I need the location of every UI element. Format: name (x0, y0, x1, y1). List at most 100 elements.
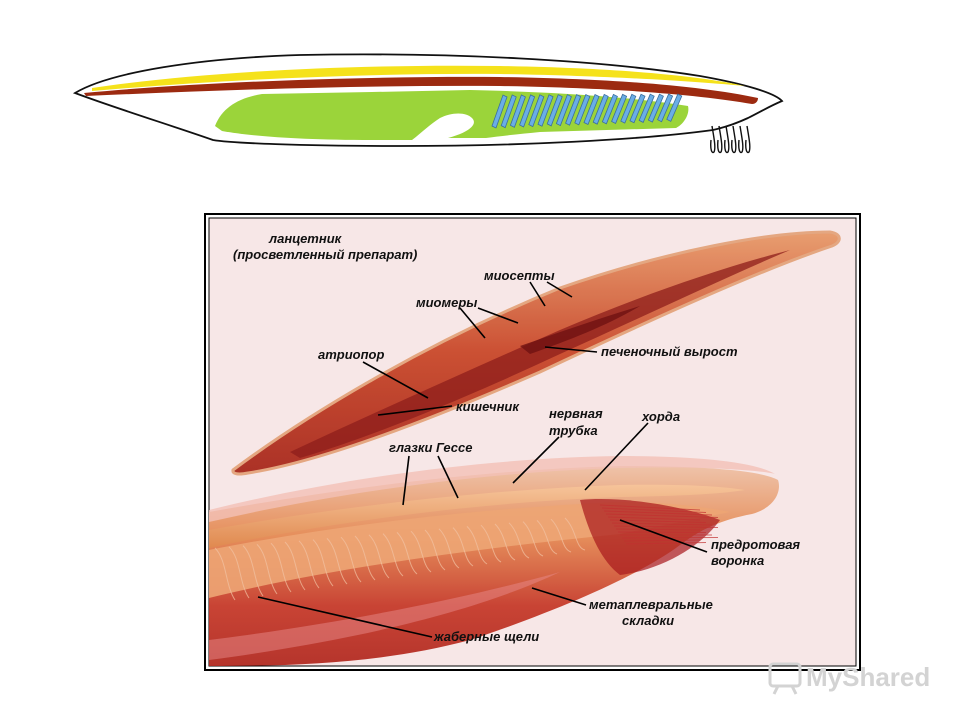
gill-bar (657, 93, 674, 123)
gill-bar (519, 94, 536, 128)
myomere-line (480, 524, 502, 563)
gill-bar (666, 93, 683, 122)
whole-lancelet-hepatic (520, 306, 640, 354)
funnel-cirrus (609, 519, 707, 523)
funnel-cirrus (625, 542, 707, 545)
myomere-line (522, 521, 544, 557)
myomere-line (270, 542, 292, 593)
gill-bar (592, 93, 609, 125)
myomere-line (410, 530, 432, 573)
funnel-cirrus (623, 539, 701, 542)
funnel-cirrus (613, 525, 719, 528)
funnel-cirrus (615, 528, 701, 531)
schematic-nerve-cord (92, 65, 745, 91)
myomere-line (550, 518, 572, 553)
gill-bar (546, 94, 563, 127)
myomere-line (214, 547, 236, 601)
label-title-line2: (просветленный препарат) (233, 247, 417, 262)
funnel-cirrus (601, 507, 707, 513)
myomere-line (564, 517, 586, 551)
oral-cirrus (745, 125, 751, 154)
myomere-line (536, 520, 558, 555)
label-oral-funnel-line1: предротовая (711, 537, 800, 552)
label-title-line1: ланцетник (268, 231, 343, 246)
closeup-myomere-lines (214, 517, 586, 601)
funnel-cirrus (617, 531, 707, 533)
myomere-line (452, 527, 474, 567)
funnel-cirrus (607, 516, 701, 521)
label-neural-tube-line2: трубка (549, 423, 598, 438)
oral-cirrus (724, 125, 730, 154)
label-hesse-eyes: глазки Гессе (389, 440, 472, 455)
oral-cirrus (710, 125, 716, 154)
label-gill-slits: жаберные щели (433, 629, 539, 644)
label-myomeres: миомеры (416, 295, 477, 310)
watermark-text: MyShared (806, 662, 930, 692)
gill-bar (611, 93, 628, 125)
label-neural-tube-line1: нервная (549, 406, 603, 421)
myomere-line (256, 544, 278, 595)
closeup-oral-funnel (580, 499, 720, 575)
schematic-pharynx (372, 90, 689, 140)
myomere-line (424, 529, 446, 571)
label-metapleural-line1: метаплевральные (589, 597, 713, 612)
label-myosepta: миосепты (484, 268, 555, 283)
gill-bar (528, 94, 545, 128)
schematic-gill-bars (491, 93, 683, 129)
myomere-line (312, 539, 334, 587)
gill-bar (601, 93, 618, 125)
myomere-line (508, 522, 530, 559)
watermark-logo-icon (768, 662, 802, 695)
myomere-line (466, 526, 488, 565)
label-oral-funnel-line2: воронка (711, 553, 764, 568)
gill-bar (509, 94, 526, 128)
myomere-line (284, 541, 306, 591)
schematic-gut (215, 92, 372, 140)
watermark: MyShared (768, 662, 930, 695)
funnel-cirrus (603, 510, 713, 516)
closeup-neural-tube (209, 484, 745, 548)
myomere-line (354, 535, 376, 581)
myomere-line (438, 528, 460, 569)
schematic-oral-cirri (710, 125, 751, 154)
gill-bar (555, 94, 572, 127)
gill-bar (647, 93, 664, 123)
gill-bar (500, 94, 517, 129)
myomere-line (326, 538, 348, 585)
funnel-cirrus (605, 513, 719, 518)
gill-bar (583, 93, 600, 126)
gill-bar (620, 93, 637, 124)
schematic-notochord (84, 76, 758, 104)
myomere-line (340, 536, 362, 583)
gill-bar (537, 94, 554, 127)
gill-bar (629, 93, 646, 124)
whole-lancelet-gut (290, 250, 790, 458)
myomere-line (298, 540, 320, 589)
oral-cirrus (731, 125, 737, 154)
label-intestine: кишечник (456, 399, 520, 414)
label-hepatic-caecum: печеночный вырост (601, 344, 738, 359)
closeup-metapleural-fold (209, 572, 560, 660)
myomere-line (242, 545, 264, 597)
oral-cirrus (717, 125, 723, 154)
myomere-line (494, 523, 516, 561)
gill-bar (638, 93, 655, 123)
oral-cirrus (738, 125, 744, 154)
label-atriopore: атриопор (318, 347, 384, 362)
leader-lines (257, 281, 708, 638)
label-notochord: хорда (641, 409, 680, 424)
label-metapleural-line2: складки (622, 613, 674, 628)
diagram-labels: ланцетник (просветленный препарат) миосе… (233, 231, 800, 644)
gill-bar (491, 94, 508, 129)
gill-bar (565, 94, 582, 126)
closeup-fin (209, 456, 775, 522)
myomere-line (382, 533, 404, 577)
gill-bar (574, 93, 591, 126)
lancelet-schematic (72, 53, 784, 154)
photo-panel: ланцетник (просветленный препарат) миосе… (204, 213, 861, 671)
myomere-line (368, 534, 390, 579)
funnel-cirrus (599, 504, 701, 511)
myomere-line (396, 532, 418, 575)
myomere-line (228, 546, 250, 599)
